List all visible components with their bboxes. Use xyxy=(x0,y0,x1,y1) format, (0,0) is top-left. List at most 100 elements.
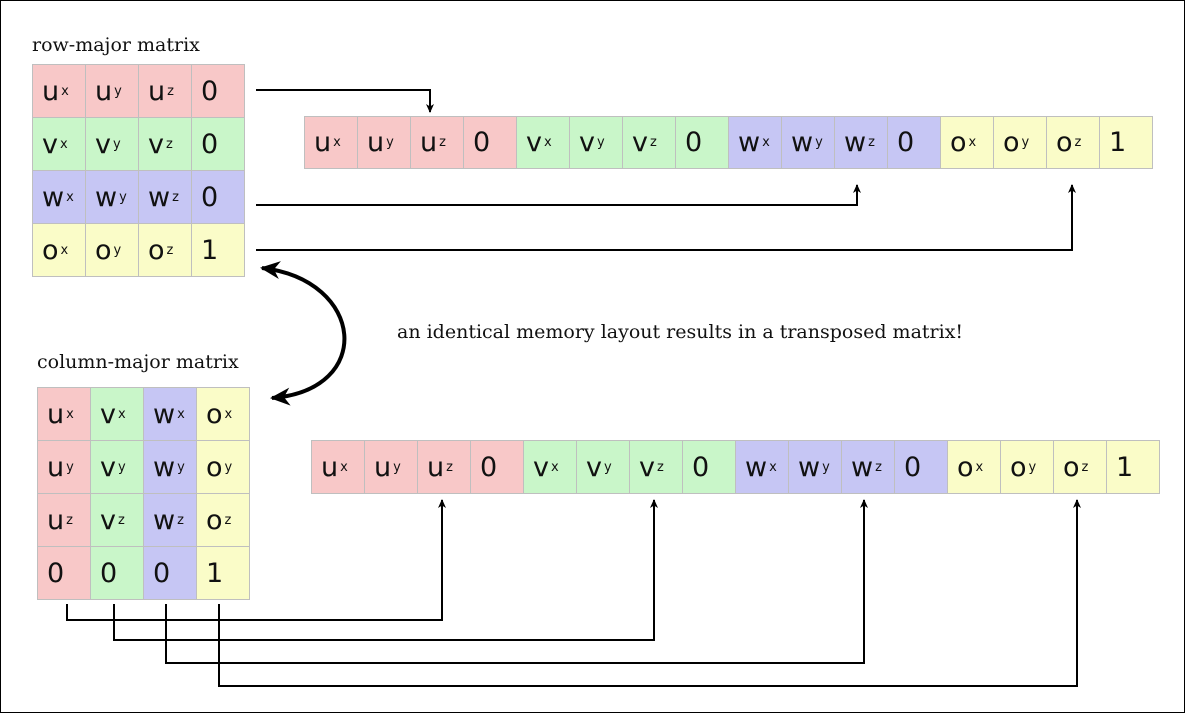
cell-symbol: o xyxy=(206,398,223,430)
cell-symbol: 0 xyxy=(685,127,703,158)
cell-subscript: z xyxy=(439,135,446,150)
cell-subscript: x xyxy=(61,83,69,99)
cell-symbol: 0 xyxy=(201,181,219,213)
cell-subscript: y xyxy=(117,459,126,475)
cell-subscript: y xyxy=(224,459,233,475)
cell-symbol: w xyxy=(745,451,768,483)
cell-subscript: z xyxy=(166,242,174,258)
cell-symbol: w xyxy=(148,181,171,213)
cell-symbol: v xyxy=(148,128,164,160)
cell-subscript: z xyxy=(656,459,664,475)
cell-symbol: 0 xyxy=(201,75,219,107)
cell-symbol: v xyxy=(586,451,602,483)
cell-symbol: w xyxy=(42,181,65,213)
matrix-cell: 1 xyxy=(1099,116,1153,169)
cell-symbol: u xyxy=(47,451,65,483)
row-major-label: row-major matrix xyxy=(32,34,200,56)
cell-subscript: x xyxy=(543,135,552,150)
matrix-cell: 1 xyxy=(196,546,250,600)
cell-symbol: u xyxy=(367,127,385,158)
cell-symbol: w xyxy=(844,127,867,158)
cell-symbol: o xyxy=(42,234,59,266)
matrix-cell: 0 xyxy=(682,440,736,494)
matrix-cell: 0 xyxy=(191,117,245,171)
cell-subscript: x xyxy=(66,406,74,422)
cell-subscript: z xyxy=(446,459,453,475)
matrix-cell: 0 xyxy=(143,546,197,600)
cell-symbol: 0 xyxy=(692,451,710,483)
cell-subscript: y xyxy=(66,459,74,475)
cell-symbol: v xyxy=(100,451,116,483)
cell-subscript: x xyxy=(66,189,74,205)
cell-symbol: o xyxy=(950,127,967,158)
cell-subscript: x xyxy=(340,459,348,475)
matrix-cell: 0 xyxy=(894,440,948,494)
cell-symbol: v xyxy=(42,128,58,160)
cell-symbol: o xyxy=(206,504,223,536)
cell-symbol: u xyxy=(374,451,392,483)
matrix-cell: 0 xyxy=(470,440,524,494)
cell-symbol: 0 xyxy=(153,557,171,589)
cell-subscript: z xyxy=(66,512,73,528)
cell-symbol: u xyxy=(420,127,438,158)
cell-symbol: w xyxy=(738,127,761,158)
matrix-cell: 0 xyxy=(37,546,91,600)
cell-subscript: y xyxy=(113,242,122,258)
cell-subscript: z xyxy=(1081,459,1089,475)
column-major-label: column-major matrix xyxy=(37,351,239,373)
cell-symbol: u xyxy=(321,451,339,483)
cell-subscript: x xyxy=(975,459,984,475)
cell-subscript: y xyxy=(1021,135,1030,150)
cell-symbol: w xyxy=(153,451,176,483)
matrix-cell: 0 xyxy=(90,546,144,600)
cell-symbol: w xyxy=(95,181,118,213)
cell-symbol: u xyxy=(148,75,166,107)
cell-symbol: v xyxy=(632,127,648,158)
matrix-cell: 0 xyxy=(463,116,517,169)
cell-symbol: o xyxy=(1003,127,1020,158)
cell-subscript: x xyxy=(769,459,777,475)
cell-symbol: 0 xyxy=(897,127,915,158)
cell-subscript: y xyxy=(596,135,605,150)
cell-symbol: 0 xyxy=(201,128,219,160)
cell-symbol: u xyxy=(314,127,332,158)
cell-subscript: x xyxy=(59,136,68,152)
cell-symbol: o xyxy=(1056,127,1073,158)
cell-symbol: u xyxy=(47,504,65,536)
matrix-cell: 1 xyxy=(191,223,245,277)
cell-symbol: o xyxy=(148,234,165,266)
matrix-cell: 0 xyxy=(887,116,941,169)
